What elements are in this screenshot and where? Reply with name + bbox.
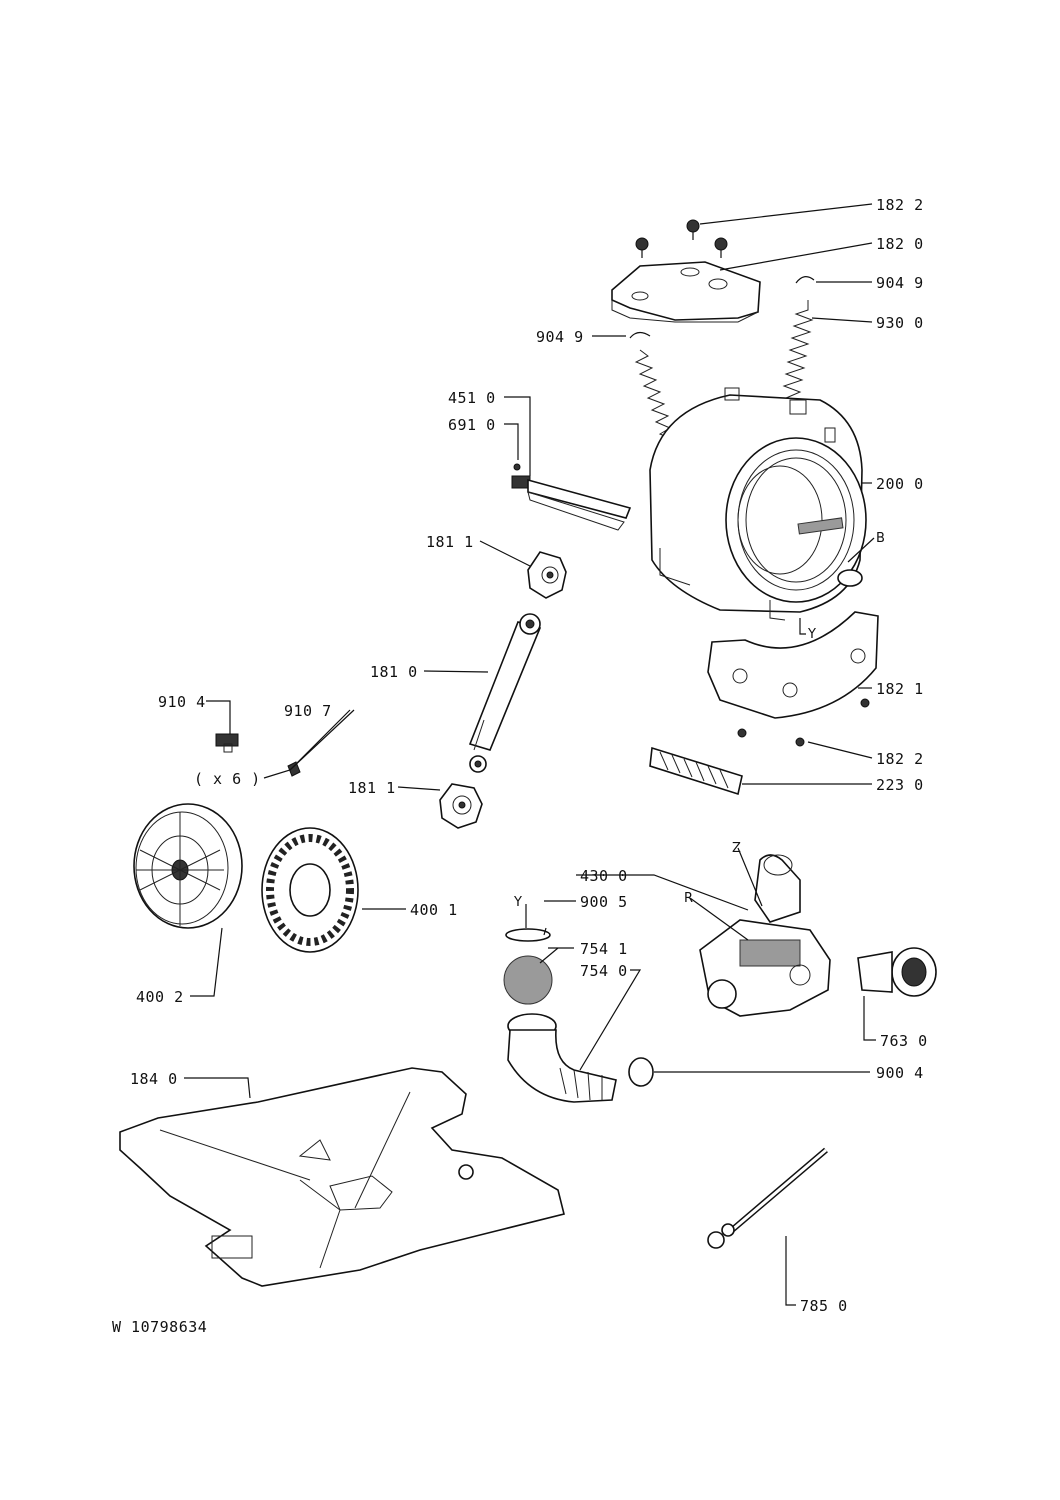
label-400-2: 400 2: [136, 988, 184, 1006]
label-Z: Z: [732, 841, 741, 856]
label-182-2-bottom: 182 2: [876, 750, 924, 768]
drain-pump-430-0: [699, 854, 831, 1017]
label-182-0: 182 0: [876, 235, 924, 253]
label-R: R: [684, 891, 693, 906]
label-184-0: 184 0: [130, 1070, 178, 1088]
label-691-0: 691 0: [448, 416, 496, 434]
label-Y-tub: Y: [807, 627, 816, 642]
label-900-4: 900 4: [876, 1064, 924, 1082]
label-181-0: 181 0: [370, 663, 418, 681]
counterweight-bottom: [707, 611, 879, 747]
label-430-0: 430 0: [580, 867, 628, 885]
hose-754-0: [507, 1013, 617, 1103]
stator-400-1: [261, 827, 359, 953]
label-904-9-right: 904 9: [876, 274, 924, 292]
part-labels: 182 2 182 0 904 9 930 0 904 9 451 0 691 …: [112, 196, 928, 1336]
label-182-2-top: 182 2: [876, 196, 924, 214]
bolt-785-0: [707, 1147, 828, 1249]
screw-910-4: [215, 733, 239, 753]
leader-lines: [184, 203, 876, 1306]
shock-mount-181-1-bottom: [439, 783, 483, 829]
tub-200-0: [649, 387, 867, 621]
label-930-0: 930 0: [876, 314, 924, 332]
label-181-1-top: 181 1: [426, 533, 474, 551]
rotor-400-2: [133, 803, 243, 929]
seal-900-5: [505, 928, 551, 942]
label-910-4: 910 4: [158, 693, 206, 711]
label-182-1: 182 1: [876, 680, 924, 698]
clamp-900-4: [628, 1057, 654, 1087]
label-754-0: 754 0: [580, 962, 628, 980]
label-763-0: 763 0: [880, 1032, 928, 1050]
label-181-1-bottom: 181 1: [348, 779, 396, 797]
label-x6: ( x 6 ): [194, 770, 261, 788]
label-785-0: 785 0: [800, 1297, 848, 1315]
label-Y-valve: Y: [513, 895, 522, 910]
reference-number: W 10798634: [112, 1318, 207, 1336]
base-tray-184-0: [119, 1067, 565, 1287]
filter-763-0: [857, 947, 937, 997]
part-223-0: [649, 746, 743, 796]
spring-hook-904-9: [629, 276, 815, 339]
screw-182-2-top: [635, 219, 728, 258]
damper-181-0: [468, 613, 542, 773]
label-B: B: [876, 531, 885, 546]
spring-930-0: [634, 300, 814, 453]
label-900-5: 900 5: [580, 893, 628, 911]
ball-754-1: [503, 955, 553, 1005]
label-451-0: 451 0: [448, 389, 496, 407]
label-223-0: 223 0: [876, 776, 924, 794]
label-200-0: 200 0: [876, 475, 924, 493]
shock-mount-181-1-top: [527, 551, 567, 599]
clip-910-7: [287, 761, 301, 777]
label-910-7: 910 7: [284, 702, 332, 720]
label-754-1: 754 1: [580, 940, 628, 958]
heater-451-0: [511, 463, 632, 531]
label-400-1: 400 1: [410, 901, 458, 919]
counterweight-top: [611, 261, 761, 323]
label-904-9-left: 904 9: [536, 328, 584, 346]
